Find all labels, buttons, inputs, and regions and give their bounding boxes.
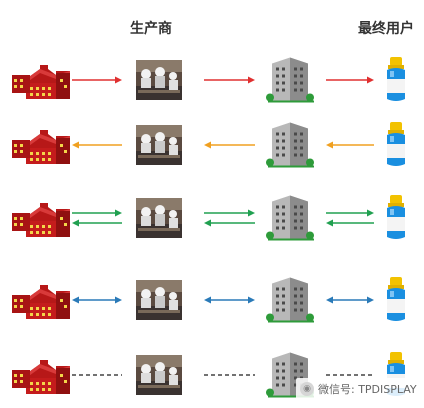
row-3-arrow-1-top-head — [115, 209, 122, 217]
workers-photo-icon — [136, 355, 182, 395]
water-bottle-icon — [387, 277, 405, 321]
office-building-icon — [266, 195, 314, 241]
end-user-header: 最终用户 — [358, 21, 414, 37]
water-bottle-icon — [387, 122, 405, 166]
row-3-arrow-2-top-head — [248, 209, 255, 217]
wechat-icon: ◉ — [300, 382, 314, 396]
workers-photo-icon — [136, 125, 182, 165]
row-3-arrow-3-top-head — [367, 209, 374, 217]
office-building-icon — [266, 122, 314, 168]
water-bottle-icon — [387, 195, 405, 239]
row-4-arrow-3-head-right — [367, 296, 374, 304]
factory-icon — [12, 130, 70, 164]
factory-icon — [12, 360, 70, 394]
row-2-arrow-1-head — [72, 141, 79, 149]
row-1-arrow-2-head — [248, 76, 255, 84]
factory-icon — [12, 203, 70, 237]
office-building-icon — [266, 57, 314, 103]
row-4-arrow-1-head-left — [72, 296, 79, 304]
row-3-arrow-1-bottom-head — [72, 219, 79, 227]
producer-header: 生产商 — [130, 21, 172, 37]
row-4-arrow-1-head-right — [115, 296, 122, 304]
row-1-arrow-1-head — [115, 76, 122, 84]
office-building-icon — [266, 277, 314, 323]
workers-photo-icon — [136, 198, 182, 238]
row-2-arrow-2-head — [204, 141, 211, 149]
watermark: ◉ 微信号: TPDISPLAY — [296, 378, 423, 400]
row-4-arrow-2-head-right — [248, 296, 255, 304]
watermark-text: 微信号: TPDISPLAY — [318, 383, 417, 396]
workers-photo-icon — [136, 60, 182, 100]
factory-icon — [12, 65, 70, 99]
factory-icon — [12, 285, 70, 319]
row-4-arrow-2-head-left — [204, 296, 211, 304]
water-bottle-icon — [387, 57, 405, 101]
row-4-arrow-3-head-left — [326, 296, 333, 304]
row-2-arrow-3-head — [326, 141, 333, 149]
row-3-arrow-2-bottom-head — [204, 219, 211, 227]
row-3-arrow-3-bottom-head — [326, 219, 333, 227]
row-1-arrow-3-head — [367, 76, 374, 84]
workers-photo-icon — [136, 280, 182, 320]
